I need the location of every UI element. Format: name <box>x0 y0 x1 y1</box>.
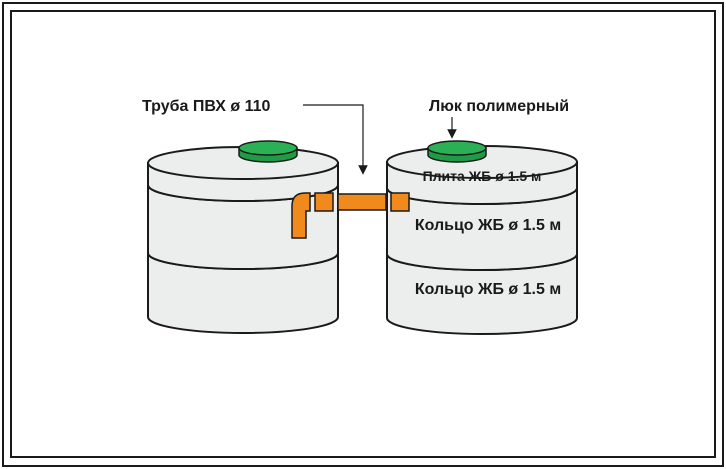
ring-upper-label: Кольцо ЖБ ø 1.5 м <box>415 217 561 234</box>
right-pipe-inlet <box>390 192 410 212</box>
left-pipe-elbow <box>291 192 311 239</box>
slab-label: Плита ЖБ ø 1.5 м <box>423 168 542 184</box>
left-hatch-lid <box>238 140 298 163</box>
left-pipe-segment <box>314 192 334 212</box>
ring-lower-label: Кольцо ЖБ ø 1.5 м <box>415 281 561 298</box>
hatch-label: Люк полимерный <box>429 98 569 115</box>
pipe-label: Труба ПВХ ø 110 <box>142 98 271 115</box>
inner-frame <box>10 10 716 458</box>
connecting-pipe <box>337 193 387 211</box>
right-hatch-lid <box>427 140 487 163</box>
right-tank <box>386 140 578 335</box>
left-tank <box>147 140 339 334</box>
pipe-leader-arrow-icon <box>303 104 368 175</box>
